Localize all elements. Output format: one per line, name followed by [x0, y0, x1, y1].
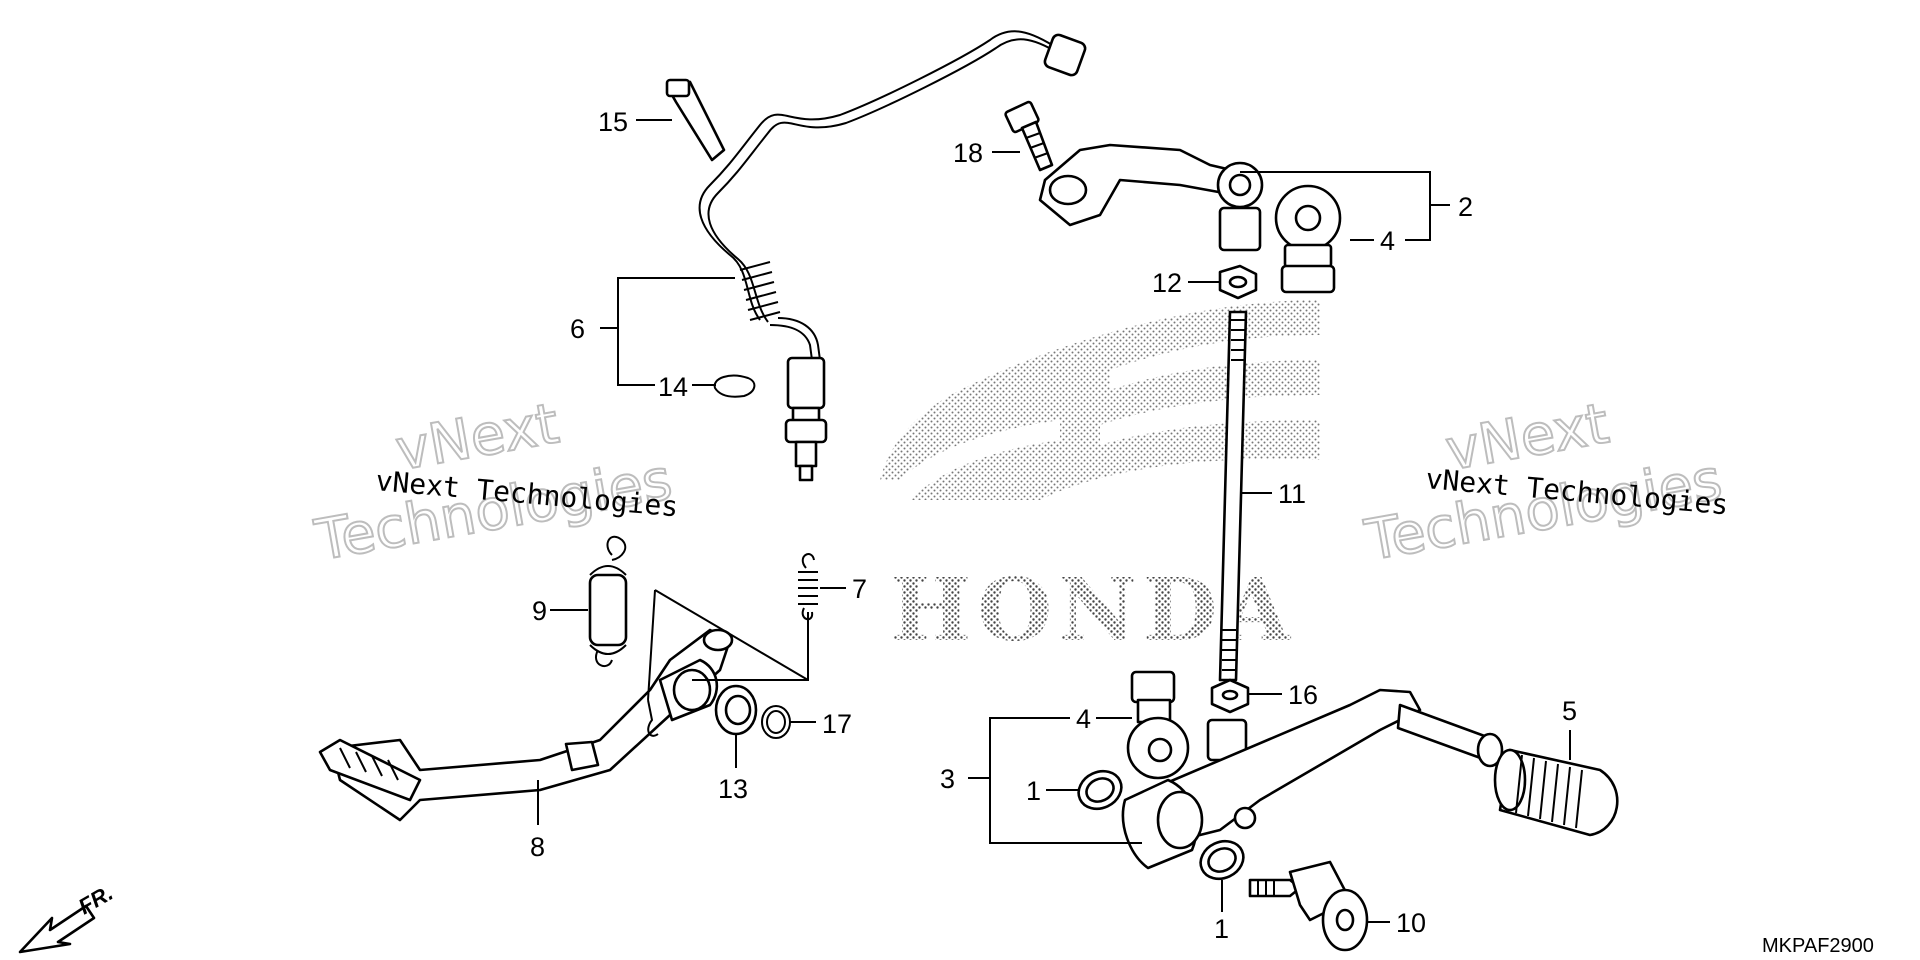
callout-15: 15 — [598, 107, 628, 137]
part-1-dust-seal-lower[interactable] — [1194, 834, 1249, 885]
part-15-cable-clip[interactable] — [665, 78, 726, 162]
callouts: 15 18 2 4 12 6 14 11 9 7 16 4 17 5 3 1 1… — [530, 107, 1577, 944]
cable-spring-coil — [739, 261, 781, 321]
diagram-code: MKPAF2900 — [1762, 935, 1874, 957]
part-4-ball-joint-upper[interactable] — [1274, 184, 1342, 294]
part-6-switch-cable[interactable] — [698, 30, 1087, 482]
callout-8: 8 — [530, 832, 545, 862]
watermark-left: vNext Technologies vNext Technologies — [309, 390, 679, 575]
callout-10: 10 — [1396, 908, 1426, 938]
part-9-spring[interactable] — [588, 535, 628, 668]
wing-logo-icon — [880, 300, 1320, 500]
part-16-nut[interactable] — [1210, 678, 1250, 714]
part-17-snap-ring[interactable] — [761, 705, 791, 739]
callout-4-lower: 4 — [1076, 704, 1091, 734]
part-3-gearshift-pedal[interactable] — [1121, 688, 1504, 870]
callout-4-upper: 4 — [1380, 226, 1395, 256]
part-7-spring[interactable] — [798, 553, 818, 621]
front-arrow-icon — [18, 904, 96, 954]
callout-17: 17 — [822, 709, 852, 739]
part-11-shift-rod[interactable] — [1218, 310, 1248, 682]
part-12-nut[interactable] — [1218, 264, 1258, 300]
brand-watermark: HONDA — [880, 300, 1320, 661]
part-10-pivot-bolt[interactable] — [1248, 860, 1369, 952]
part-2-shift-arm[interactable] — [1038, 143, 1264, 252]
callout-12: 12 — [1152, 268, 1182, 298]
callout-5: 5 — [1562, 696, 1577, 726]
callout-16: 16 — [1288, 680, 1318, 710]
callout-3: 3 — [940, 764, 955, 794]
callout-6: 6 — [570, 314, 585, 344]
part-13-washer[interactable] — [714, 684, 758, 736]
watermark-right: vNext Technologies vNext Technologies — [1359, 390, 1729, 575]
part-1-dust-seal-upper[interactable] — [1072, 764, 1127, 815]
callout-7: 7 — [852, 574, 867, 604]
callout-9: 9 — [532, 596, 547, 626]
callout-14: 14 — [658, 372, 688, 402]
callout-2: 2 — [1458, 192, 1473, 222]
front-direction-indicator: FR. — [18, 880, 117, 954]
callout-1-lower: 1 — [1214, 914, 1229, 944]
leader-lines — [537, 119, 1571, 923]
part-4-ball-joint-lower[interactable] — [1126, 670, 1190, 780]
part-8-brake-pedal[interactable] — [318, 628, 734, 822]
part-18-bolt[interactable] — [1004, 100, 1054, 172]
callout-1-upper: 1 — [1026, 776, 1041, 806]
callout-13: 13 — [718, 774, 748, 804]
part-5-pedal-rubber[interactable] — [1493, 748, 1619, 837]
callout-11: 11 — [1278, 479, 1306, 509]
part-14-clip[interactable] — [713, 374, 756, 398]
callout-18: 18 — [953, 138, 983, 168]
